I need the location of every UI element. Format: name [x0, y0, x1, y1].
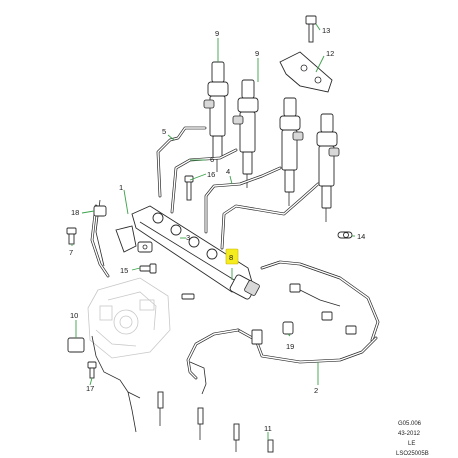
callout-2[interactable]: 2 [314, 386, 318, 395]
bolt-16 [184, 175, 194, 201]
callout-9-right[interactable]: 9 [255, 49, 259, 58]
callout-18[interactable]: 18 [71, 208, 79, 217]
injector-3 [279, 97, 304, 206]
bolt-17 [87, 361, 97, 379]
callout-1[interactable]: 1 [119, 183, 123, 192]
reference-date: 43-2012 [398, 431, 421, 437]
reference-block: G05.006 43-2012 LE LSO25005B [396, 421, 429, 457]
clip-18 [93, 205, 107, 217]
glow-plugs [67, 335, 274, 453]
clip-19 [282, 321, 294, 335]
callout-3[interactable]: 3 [186, 233, 190, 242]
callouts: 1 2 3 4 5 6 7 8 9 9 10 11 12 13 14 15 16… [69, 26, 365, 433]
injector-2 [232, 79, 259, 188]
callout-14[interactable]: 14 [357, 232, 365, 241]
fuel-rail [115, 205, 260, 300]
leader-lines [71, 23, 355, 440]
callout-17[interactable]: 17 [86, 384, 94, 393]
wiring-harness [90, 199, 380, 380]
reference-id: LSO25005B [396, 451, 429, 457]
injector-1 [203, 61, 229, 172]
callout-12[interactable]: 12 [326, 49, 334, 58]
bolt-15 [139, 263, 195, 300]
callout-19[interactable]: 19 [286, 342, 294, 351]
highlight-marker [225, 248, 239, 265]
callout-10[interactable]: 10 [70, 311, 78, 320]
fuel-pump [87, 277, 171, 359]
callout-8[interactable]: 8 [229, 253, 233, 262]
callout-13[interactable]: 13 [322, 26, 330, 35]
bolt-13 [305, 15, 317, 43]
injector-4 [316, 113, 340, 222]
bracket-12 [279, 51, 333, 93]
reference-code: G05.006 [398, 421, 422, 427]
callout-16[interactable]: 16 [207, 170, 215, 179]
callout-9-left[interactable]: 9 [215, 29, 219, 38]
reference-model: LE [408, 441, 415, 447]
bolt-7 [66, 227, 77, 245]
callout-7[interactable]: 7 [69, 248, 73, 257]
callout-15[interactable]: 15 [120, 266, 128, 275]
clip-3 [137, 241, 153, 253]
callout-11[interactable]: 11 [264, 424, 272, 433]
callout-5[interactable]: 5 [162, 127, 166, 136]
clip-14 [337, 231, 353, 239]
callout-6[interactable]: 6 [210, 155, 214, 164]
callout-4[interactable]: 4 [226, 167, 230, 176]
